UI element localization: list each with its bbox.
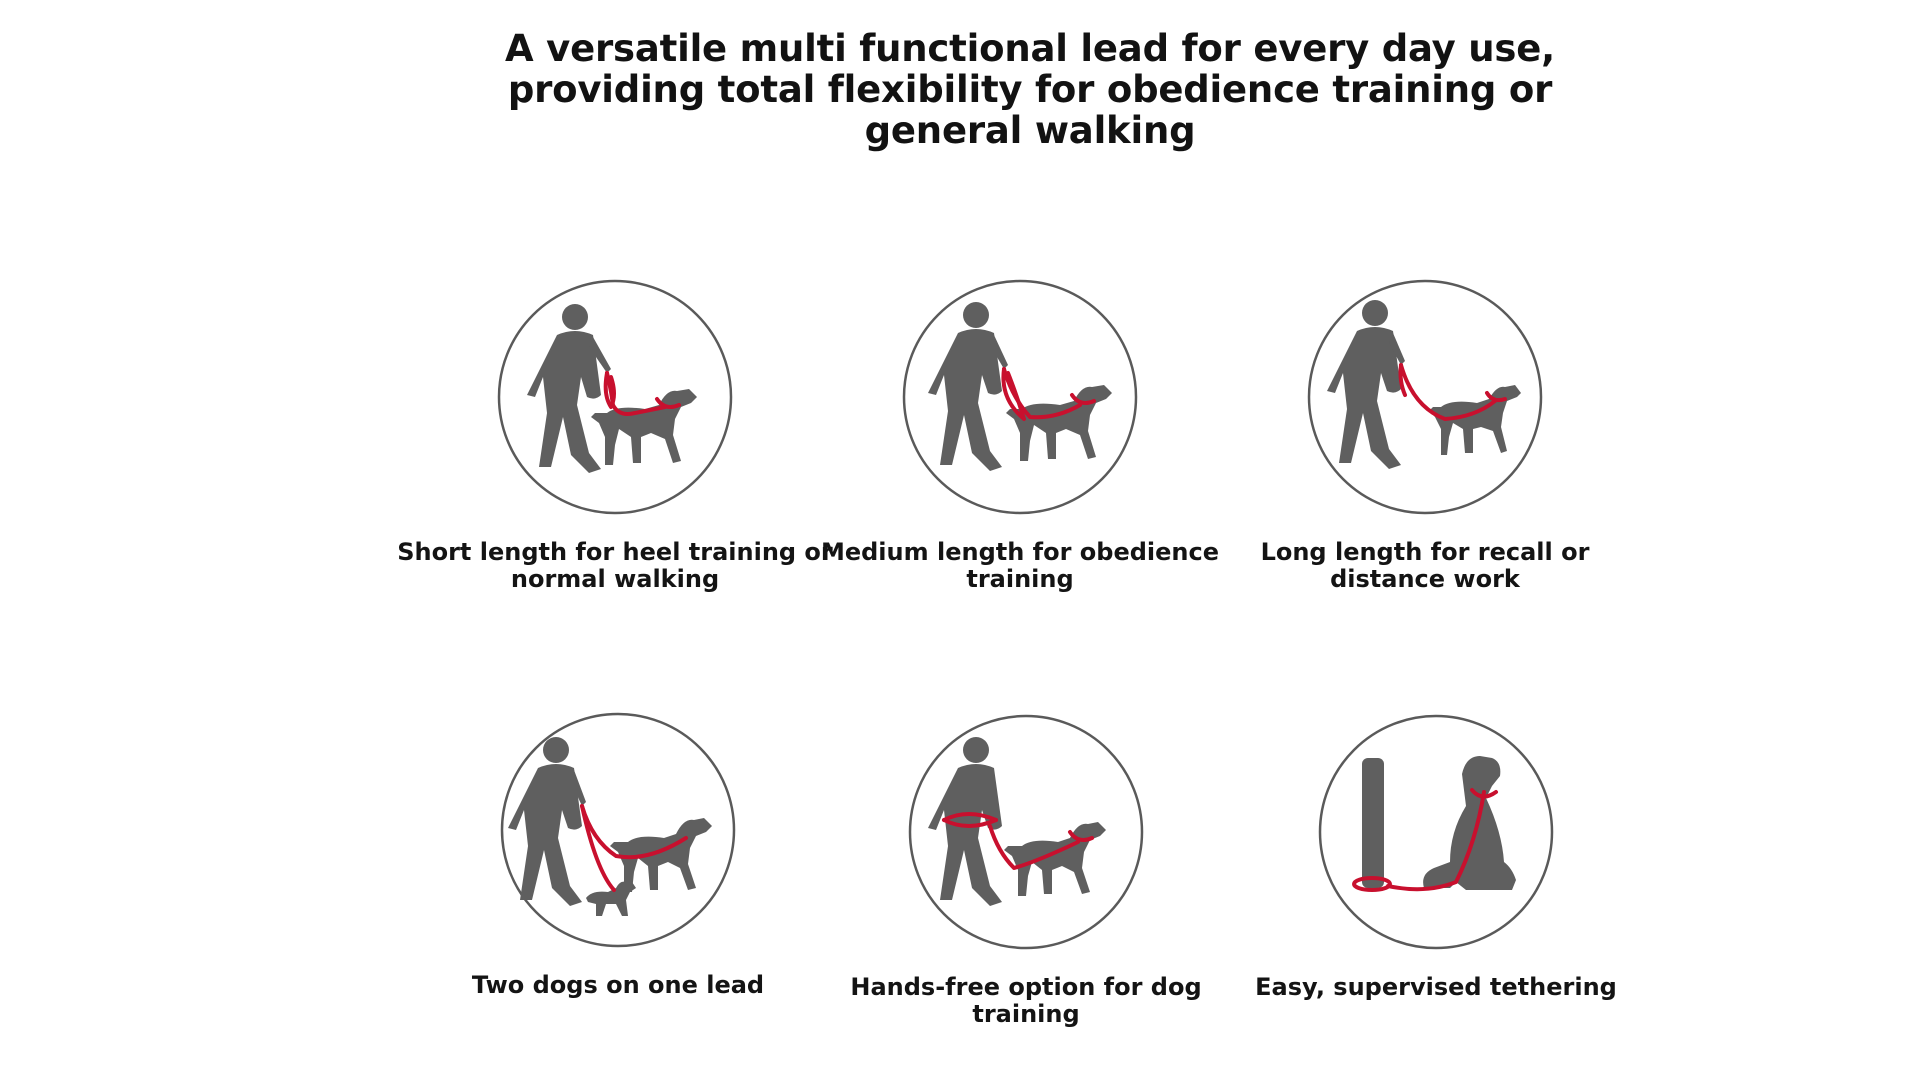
feature-card-long-length: Long length for recall or distance work [1205,277,1645,657]
feature-caption-tethering: Easy, supervised tethering [1255,973,1617,1001]
feature-card-tethering: Easy, supervised tethering [1216,712,1656,1092]
dog-tethered-to-post-icon [1316,712,1556,952]
feature-caption-long-length: Long length for recall or distance work [1260,538,1590,593]
headline: A versatile multi functional lead for ev… [505,27,1555,152]
feature-card-short-length: Short length for heel training or normal… [395,277,835,657]
hands-free-walking-icon [906,712,1146,952]
feature-card-hands-free: Hands-free option for dog training [806,712,1246,1092]
short-leash-walking-icon [495,277,735,517]
feature-caption-short-length: Short length for heel training or normal… [397,538,833,593]
feature-card-medium-length: Medium length for obedience training [800,277,1240,657]
long-leash-walking-icon [1305,277,1545,517]
two-dogs-walking-icon [498,710,738,950]
medium-leash-walking-icon [900,277,1140,517]
feature-caption-two-dogs: Two dogs on one lead [471,971,765,999]
feature-card-two-dogs: Two dogs on one lead [398,710,838,1090]
feature-caption-medium-length: Medium length for obedience training [820,538,1220,593]
feature-caption-hands-free: Hands-free option for dog training [850,973,1202,1028]
